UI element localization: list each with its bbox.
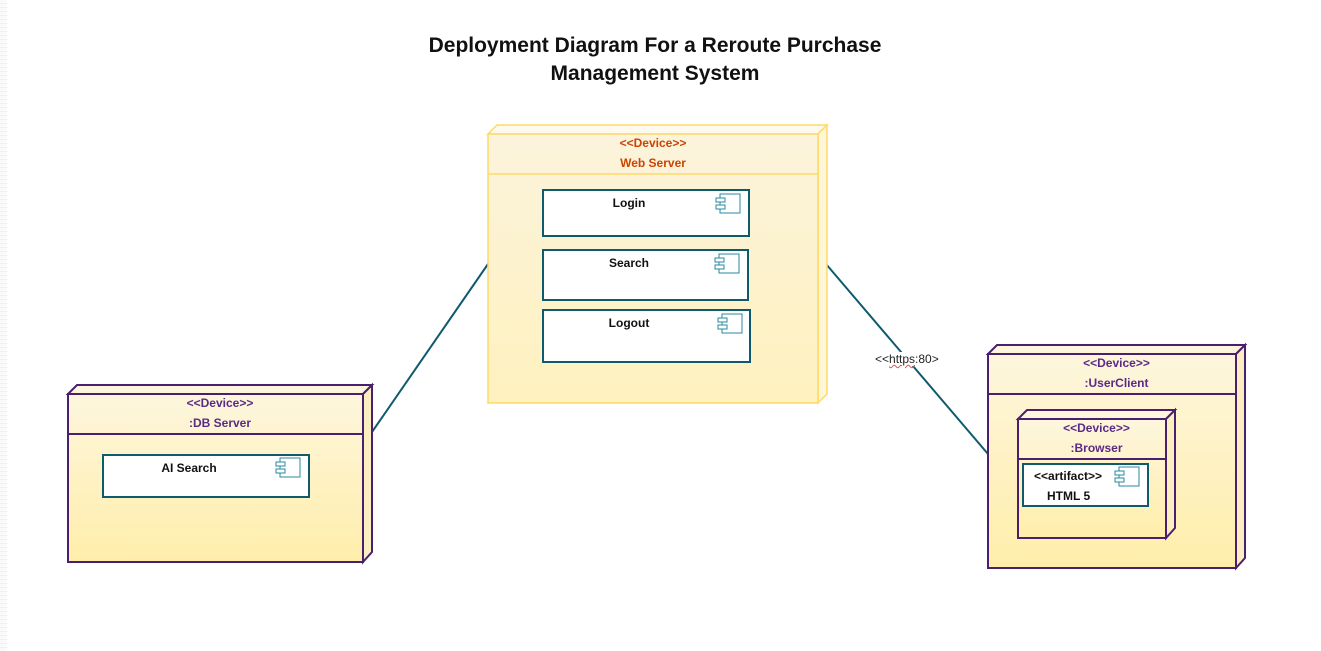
db-server-name: :DB Server	[188, 416, 252, 430]
user-client-name: :UserClient	[1084, 376, 1149, 390]
component-logout-label: Logout	[608, 316, 650, 330]
browser-name: :Browser	[1070, 441, 1123, 455]
component-ai-search-label: AI Search	[161, 461, 217, 475]
component-search-label: Search	[608, 256, 650, 270]
node-db-server[interactable]	[65, 382, 375, 565]
canvas-left-ruler	[0, 0, 7, 651]
connection-protocol-prefix: <<	[875, 352, 890, 366]
diagram-title-line-2: Management System	[550, 62, 760, 85]
diagram-title: Deployment Diagram For a Reroute Purchas…	[0, 32, 1310, 88]
artifact-html5-box[interactable]	[1022, 463, 1149, 507]
component-logout-box[interactable]	[542, 309, 751, 363]
connector-db-to-web[interactable]	[371, 263, 489, 433]
diagram-title-line-1: Deployment Diagram For a Reroute Purchas…	[428, 34, 882, 57]
component-login-label: Login	[612, 196, 646, 210]
component-search-box[interactable]	[542, 249, 749, 301]
web-server-name: Web Server	[620, 156, 686, 170]
browser-stereotype: <<Device>>	[1063, 421, 1130, 435]
user-client-stereotype: <<Device>>	[1083, 356, 1150, 370]
connection-protocol-suffix: :80>	[915, 352, 939, 366]
connection-protocol-name: https	[889, 352, 916, 366]
db-server-stereotype: <<Device>>	[186, 396, 254, 410]
connection-protocol-label: <<https:80>	[874, 352, 940, 366]
artifact-name: HTML 5	[1047, 489, 1091, 503]
component-login-box[interactable]	[542, 189, 750, 237]
artifact-stereotype: <<artifact>>	[1034, 469, 1103, 483]
component-ai-search-box[interactable]	[102, 454, 310, 498]
web-server-stereotype: <<Device>>	[619, 136, 687, 150]
